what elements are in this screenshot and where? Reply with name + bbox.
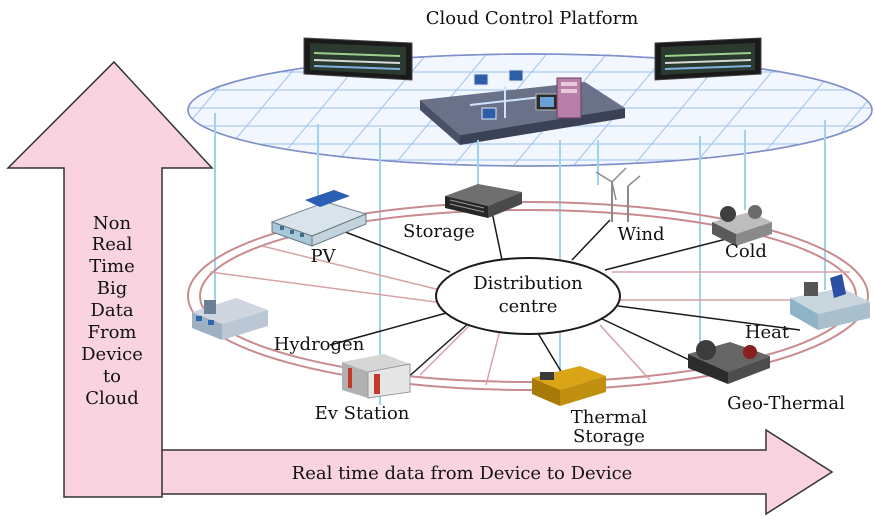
distribution-links	[329, 211, 801, 381]
chiller-icon	[712, 205, 772, 246]
ev-station-icon	[342, 354, 411, 399]
node-label-wind: Wind	[617, 224, 664, 245]
vertical-arrow-line: Big	[97, 278, 128, 299]
platform-title: Cloud Control Platform	[426, 8, 639, 29]
generator-icon	[532, 366, 606, 406]
vertical-arrow-line: Cloud	[85, 388, 138, 409]
node-label-pv: PV	[310, 246, 336, 267]
vertical-arrow-line: Data	[90, 300, 133, 321]
node-label-hydrogen: Hydrogen	[274, 334, 365, 355]
pv-building-icon	[270, 190, 368, 247]
vertical-arrow-line: Device	[81, 344, 143, 365]
node-label-heat: Heat	[745, 322, 790, 343]
horizontal-arrow: Real time data from Device to Device	[159, 428, 834, 516]
geo-thermal-machine-icon	[688, 340, 770, 384]
vertical-arrow-line: Time	[89, 256, 134, 277]
vertical-arrow-line: Non	[93, 213, 132, 234]
node-label-cold: Cold	[725, 241, 767, 262]
node-label-geo-thermal: Geo-Thermal	[727, 393, 845, 414]
vertical-arrow-line: Real	[92, 234, 133, 255]
storage-rack-icon	[445, 184, 522, 218]
node-label-storage: Storage	[403, 221, 475, 242]
vertical-arrow: Non Real Time Big Data From Device to Cl…	[6, 60, 214, 498]
distribution-centre: Distribution centre	[435, 257, 621, 335]
vertical-arrow-line: From	[88, 322, 137, 343]
node-label-thermal: Thermal	[571, 407, 648, 428]
vertical-arrow-line: to	[103, 366, 121, 387]
heat-building-icon	[790, 274, 870, 330]
center-label-line1: Distribution	[473, 273, 583, 294]
hydrogen-plant-icon	[192, 298, 268, 340]
node-label-thermal-storage: Storage	[573, 426, 645, 447]
monitor-left-icon	[303, 37, 413, 81]
server-network-icon	[420, 69, 625, 145]
center-label-line2: centre	[499, 296, 558, 317]
horizontal-arrow-label: Real time data from Device to Device	[292, 463, 633, 484]
node-label-ev-station: Ev Station	[315, 403, 410, 424]
monitor-right-icon	[654, 37, 762, 81]
ring-spokes	[209, 245, 858, 386]
wind-turbine-icon	[595, 167, 641, 222]
